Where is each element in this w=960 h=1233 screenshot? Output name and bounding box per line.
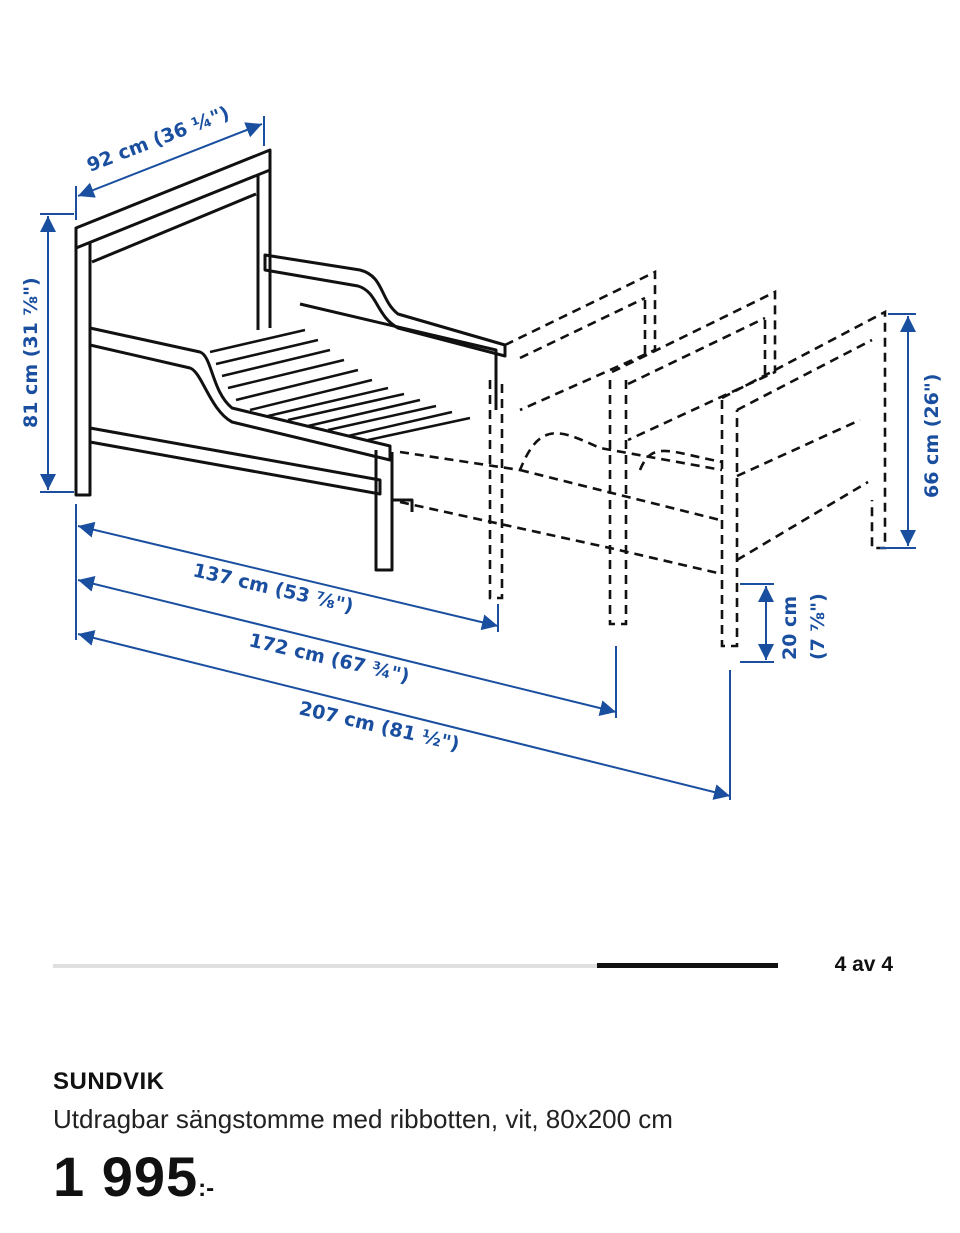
dim-clearance-label: 20 cm bbox=[779, 596, 801, 660]
product-dimension-diagram: 92 cm (36 ¼") 81 cm (31 ⅞") 66 cm (26") … bbox=[20, 102, 943, 800]
product-price: 1 995:- bbox=[53, 1149, 933, 1205]
dimension-lines bbox=[40, 116, 916, 800]
carousel-progress-track[interactable] bbox=[53, 964, 778, 968]
product-name[interactable]: SUNDVIK bbox=[53, 1068, 165, 1095]
product-info: SUNDVIK Utdragbar sängstomme med ribbott… bbox=[53, 1068, 933, 1205]
image-carousel-indicator[interactable]: 4 av 4 bbox=[53, 950, 893, 984]
dim-clearance-inch-label: (7 ⅞") bbox=[807, 593, 829, 660]
product-description: Utdragbar sängstomme med ribbotten, vit,… bbox=[53, 1104, 673, 1134]
dim-length-172-label: 172 cm (67 ¾") bbox=[247, 629, 412, 687]
extension-frames bbox=[399, 269, 887, 648]
dim-length-137-label: 137 cm (53 ⅞") bbox=[191, 559, 356, 617]
carousel-counter: 4 av 4 bbox=[834, 953, 893, 976]
dim-leg-height-label: 66 cm (26") bbox=[921, 374, 943, 498]
dim-height-label: 81 cm (31 ⅞") bbox=[20, 277, 42, 428]
carousel-progress-fill bbox=[596, 963, 778, 968]
dim-length-207-label: 207 cm (81 ½") bbox=[297, 697, 462, 755]
price-amount: 1 995 bbox=[53, 1145, 199, 1208]
bed-frame bbox=[74, 148, 507, 572]
bed-drawing: 92 cm (36 ¼") 81 cm (31 ⅞") 66 cm (26") … bbox=[20, 102, 943, 800]
price-suffix: :- bbox=[198, 1175, 215, 1202]
